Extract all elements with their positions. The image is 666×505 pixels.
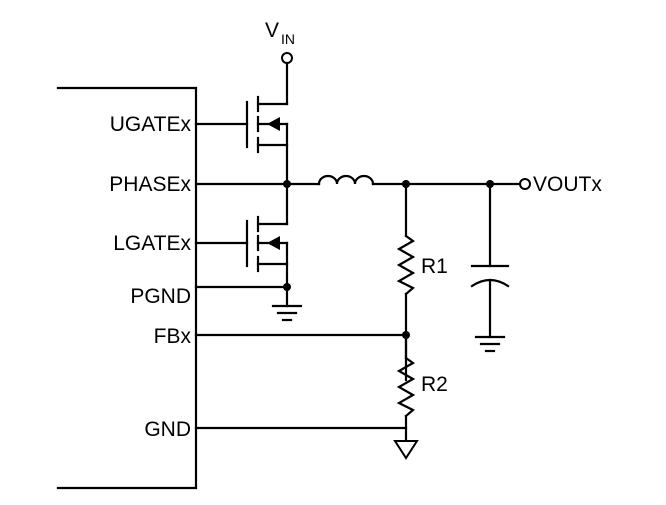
- vin-label: V: [265, 19, 279, 42]
- pin-label-fb: FBx: [154, 325, 192, 348]
- pin-label-ugate: UGATEx: [110, 113, 192, 136]
- power-ground-symbol: [271, 304, 303, 322]
- resistor-r2: [396, 356, 416, 418]
- high-side-mosfet: [194, 61, 289, 154]
- output-inductor: [317, 174, 375, 186]
- low-side-mosfet: [194, 215, 289, 273]
- vout-label: VOUTx: [533, 173, 602, 196]
- output-capacitor: [470, 182, 510, 339]
- pin-label-gnd: GND: [144, 418, 191, 441]
- vin-terminal: [281, 52, 293, 64]
- capacitor-ground-symbol: [474, 335, 506, 353]
- pin-label-lgate: LGATEx: [113, 232, 191, 255]
- pin-label-phase: PHASEx: [109, 173, 191, 196]
- high-side-arrow: [267, 117, 280, 131]
- resistor-r1: [396, 234, 416, 296]
- signal-ground-symbol: [393, 440, 419, 460]
- r1-label: R1: [421, 255, 448, 278]
- vout-terminal: [519, 178, 531, 190]
- vin-label-subscript: IN: [281, 31, 295, 47]
- r2-label: R2: [421, 373, 448, 396]
- pgnd-junction: [283, 283, 291, 291]
- low-side-arrow: [267, 236, 280, 250]
- pin-label-pgnd: PGND: [130, 285, 191, 308]
